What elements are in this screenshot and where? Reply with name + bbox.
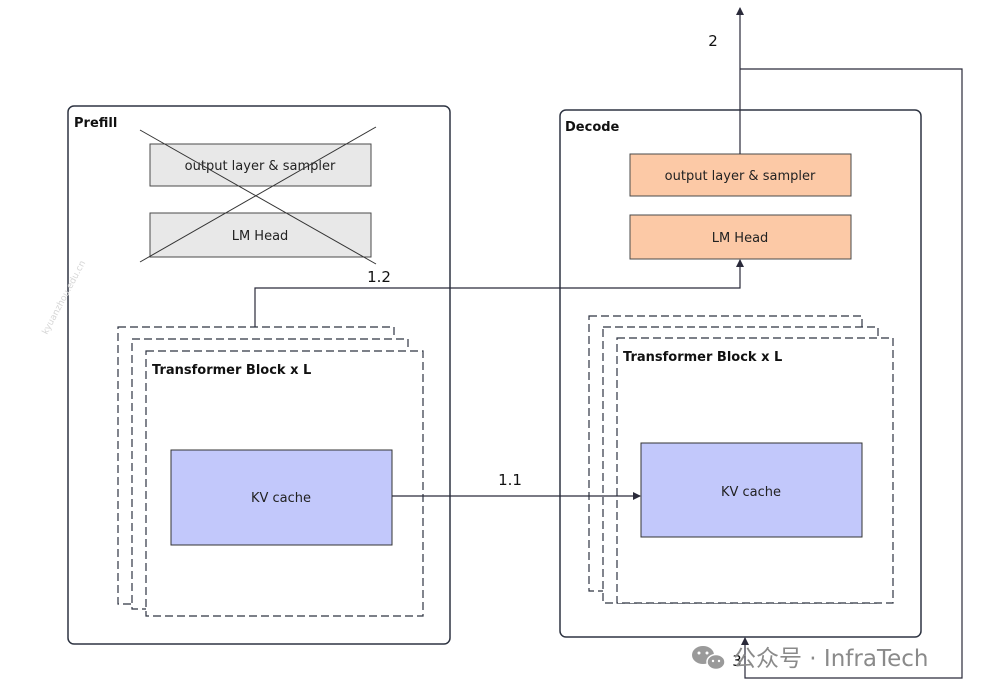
watermark: 公众号 · InfraTech bbox=[692, 646, 928, 672]
wechat-icon bbox=[692, 646, 726, 671]
prefill-kv-cache-box bbox=[170, 449, 393, 546]
decode-kv-cache-box bbox=[640, 442, 863, 538]
prefill-cross-out-mark bbox=[139, 126, 377, 265]
edge-output: 2 bbox=[708, 7, 744, 154]
edge-output-label: 2 bbox=[708, 32, 718, 50]
edge-kv-transfer-label: 1.1 bbox=[498, 471, 522, 489]
prefill-lm-head-label: LM Head bbox=[232, 229, 289, 244]
decode-output-layer-box bbox=[629, 153, 852, 197]
edge-loop-back-arrow bbox=[740, 68, 963, 679]
decode-panel: Decode output layer & sampler LM Head Tr… bbox=[559, 109, 922, 638]
decode-title: Decode bbox=[565, 120, 620, 135]
edge-kv-transfer: 1.1 bbox=[392, 471, 641, 500]
edge-hidden-to-lm-head-arrow bbox=[254, 259, 744, 327]
prefill-panel: Prefill kyuanzhou.edu.cn output layer & … bbox=[41, 105, 451, 645]
decode-output-layer-label: output layer & sampler bbox=[665, 169, 816, 184]
prefill-kv-cache-label: KV cache bbox=[251, 491, 311, 506]
edge-loop-back-label: 3 bbox=[732, 652, 742, 670]
watermark-text: 公众号 · InfraTech bbox=[733, 646, 928, 672]
decode-kv-cache-label: KV cache bbox=[721, 485, 781, 500]
decode-transformer-block-title: Transformer Block x L bbox=[623, 350, 782, 365]
prefill-lm-head-box bbox=[149, 212, 372, 258]
edge-loop-back: 3 bbox=[732, 68, 963, 679]
edge-hidden-to-lm-head-label: 1.2 bbox=[367, 268, 391, 286]
decode-lm-head-label: LM Head bbox=[712, 231, 769, 246]
prefill-output-layer-label: output layer & sampler bbox=[185, 159, 336, 174]
edge-hidden-to-lm-head: 1.2 bbox=[254, 259, 744, 327]
prefill-transformer-block-title: Transformer Block x L bbox=[152, 363, 311, 378]
prefill-title: Prefill bbox=[74, 116, 117, 131]
